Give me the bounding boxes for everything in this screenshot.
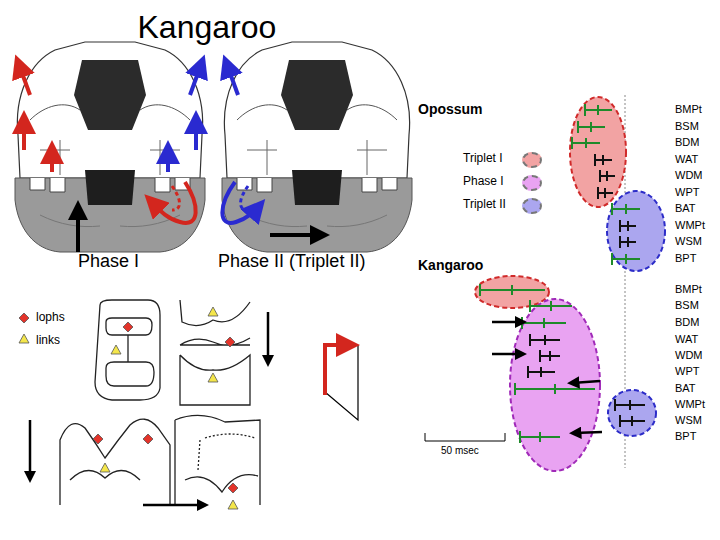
muscle-label: BPT — [675, 430, 696, 442]
loph-markers — [19, 313, 238, 493]
skull-phase-one — [15, 42, 205, 252]
muscle-label: WDM — [675, 169, 703, 181]
muscle-label: WPT — [675, 365, 699, 377]
muscle-label: BDM — [675, 136, 699, 148]
legend-text: links — [36, 334, 60, 347]
skull-phase-two — [222, 42, 412, 252]
tooth-diagrams — [60, 300, 260, 505]
legend-swatch — [522, 198, 542, 214]
muscle-label: WDM — [675, 349, 703, 361]
muscle-label: BSM — [675, 120, 699, 132]
page-title: Kangaroo — [138, 10, 277, 45]
muscle-label: BSM — [675, 299, 699, 311]
muscle-label: BAT — [675, 202, 696, 214]
legend-text: lophs — [36, 311, 65, 324]
legend-swatch — [522, 152, 542, 168]
muscle-label: WPT — [675, 186, 699, 198]
muscle-label: BAT — [675, 382, 696, 394]
species-label: Kangaroo — [418, 258, 483, 273]
legend-text: Triplet II — [463, 198, 506, 211]
muscle-label: BMPt — [675, 103, 702, 115]
muscle-label: BMPt — [675, 283, 702, 295]
legend-text: Triplet I — [463, 152, 503, 165]
legend-swatch — [522, 175, 542, 191]
emg-panel — [425, 95, 665, 471]
muscle-label: WSM — [675, 235, 702, 247]
muscle-label: BDM — [675, 316, 699, 328]
muscle-label: WAT — [675, 153, 698, 165]
species-label: Opossum — [418, 102, 483, 117]
legend-text: Phase I — [463, 175, 504, 188]
muscle-label: WMPt — [675, 219, 705, 231]
muscle-label: WMPt — [675, 398, 705, 410]
link-markers — [19, 307, 238, 509]
muscle-label: WSM — [675, 414, 702, 426]
direction-arrows — [30, 312, 358, 505]
scale-label: 50 msec — [441, 445, 479, 456]
phase-label: Phase I — [78, 252, 139, 272]
muscle-label: BPT — [675, 252, 696, 264]
phase-label: Phase II (Triplet II) — [218, 252, 365, 272]
muscle-label: WAT — [675, 333, 698, 345]
